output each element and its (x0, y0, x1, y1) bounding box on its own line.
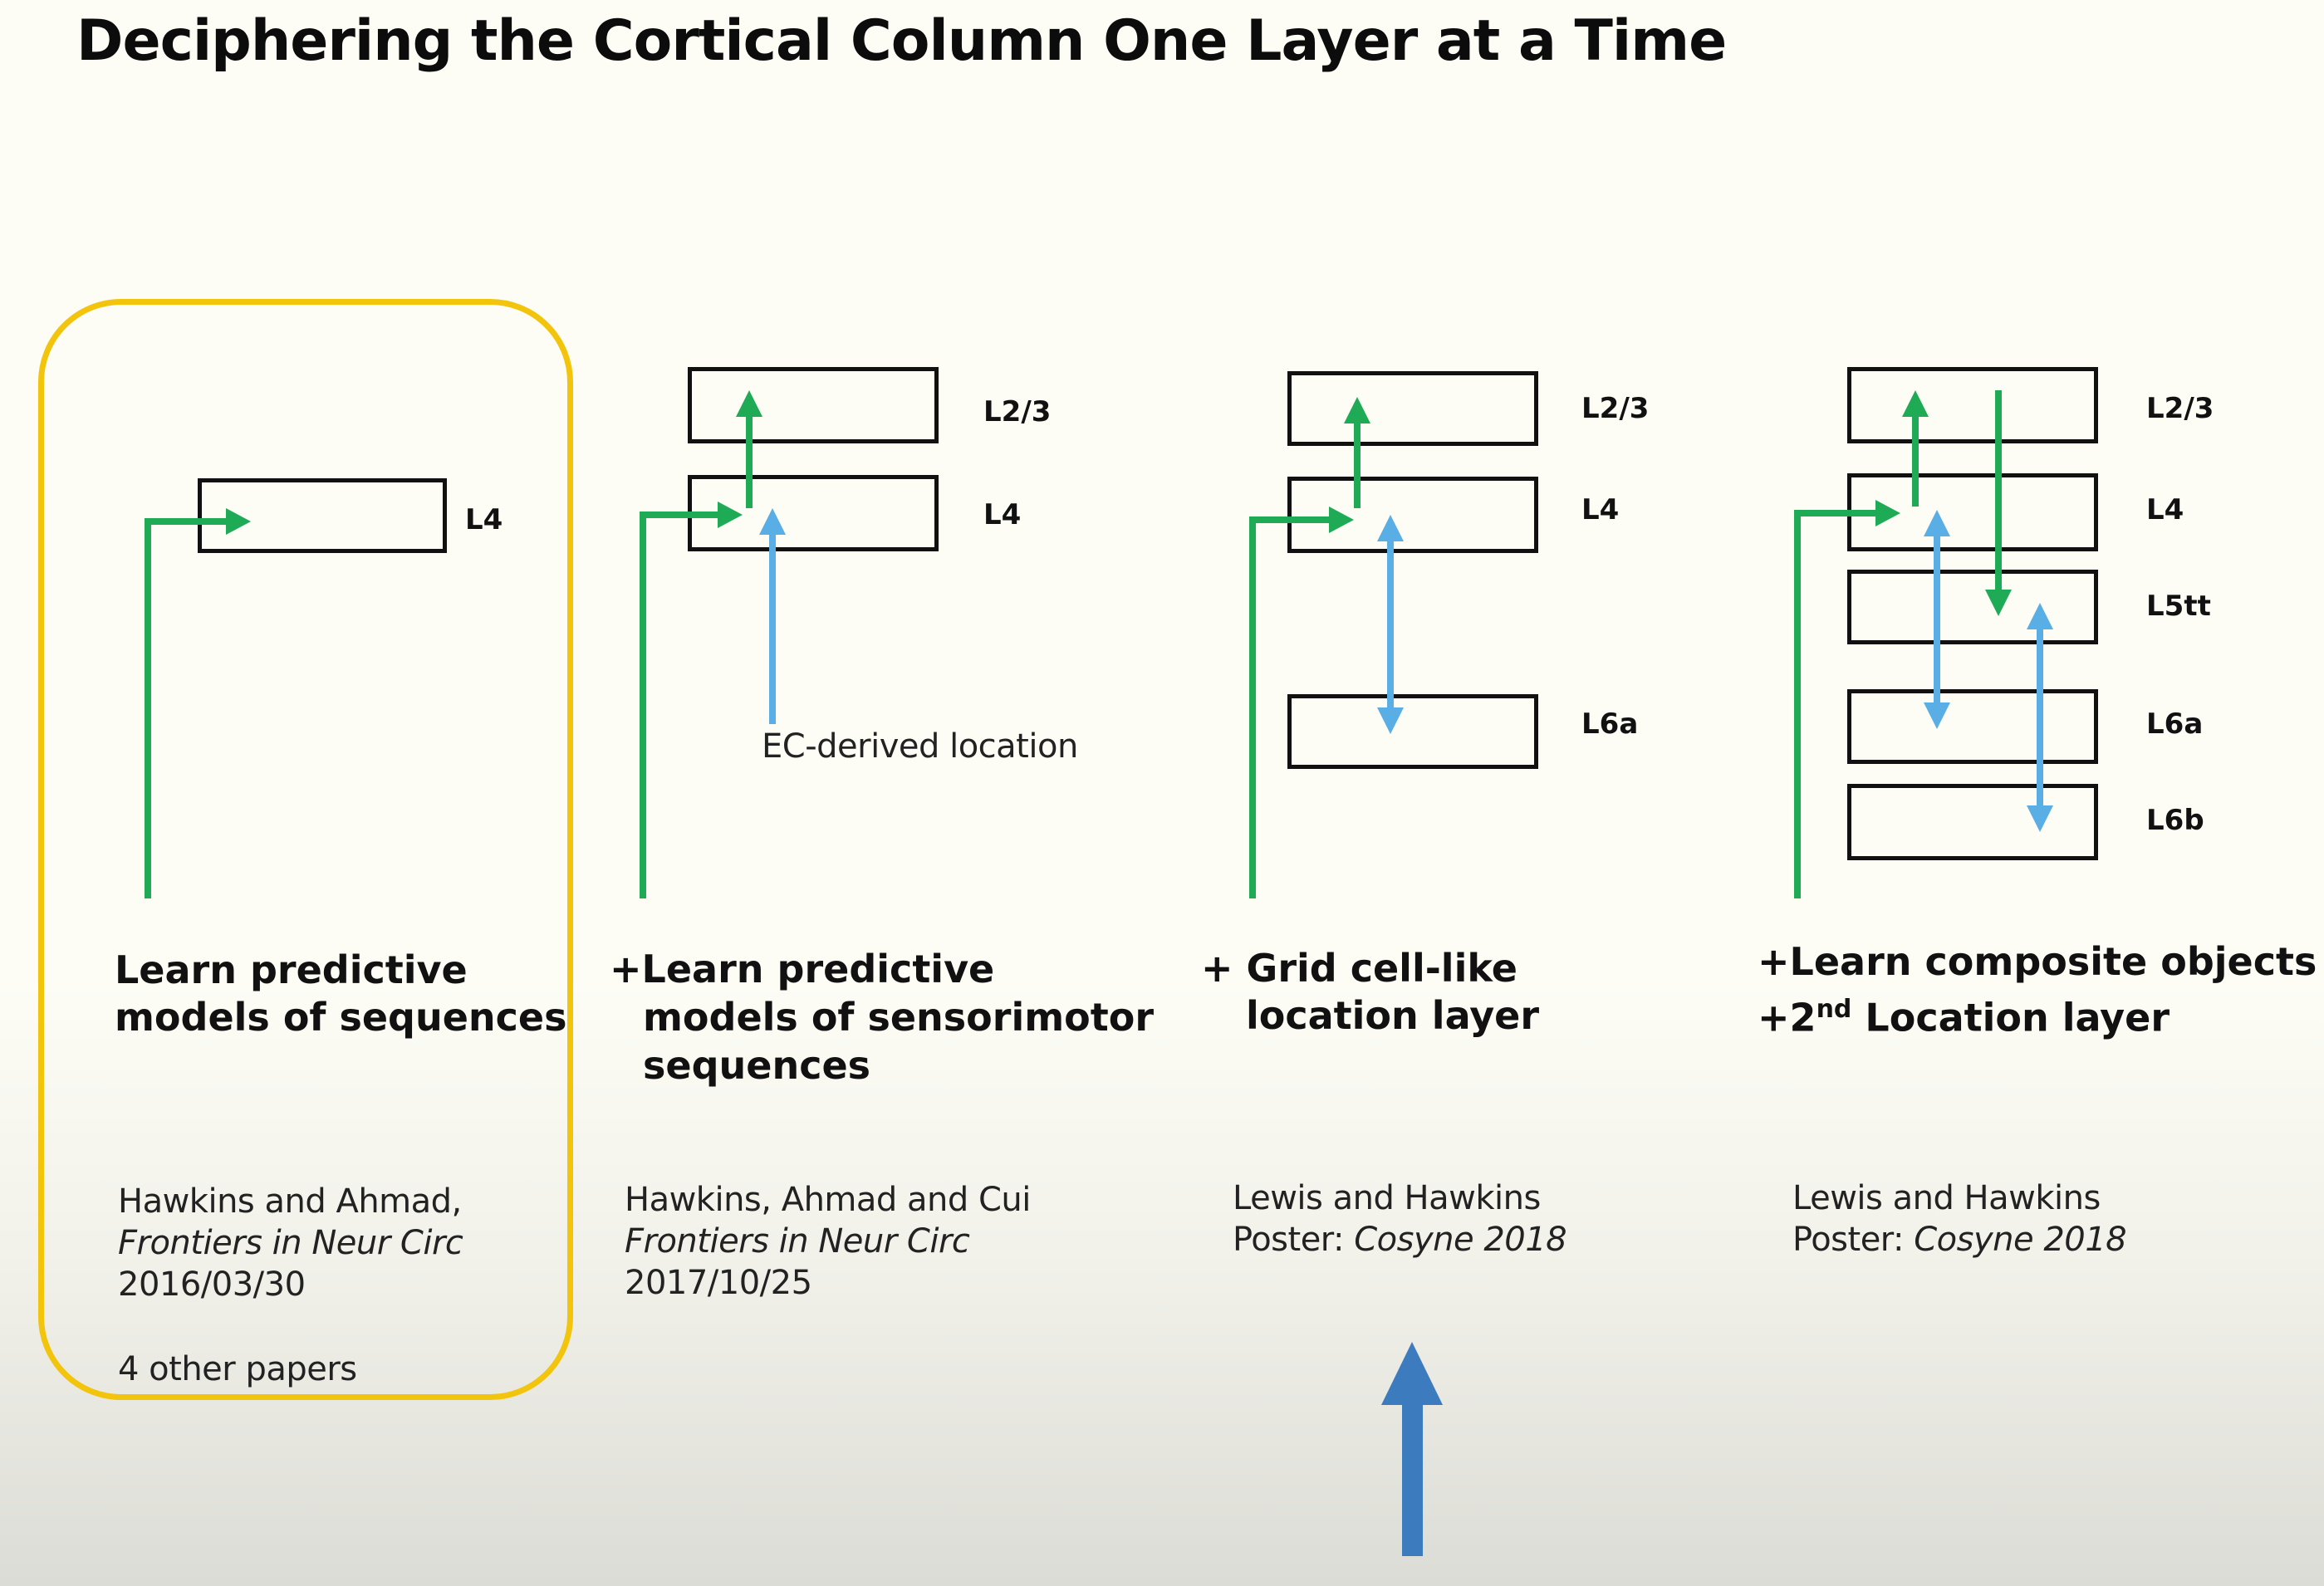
col4-heading-prefix: +2 (1758, 995, 1817, 1040)
col2-heading-line: +Learn predictive (610, 947, 995, 991)
col3-layer-l4-label: L4 (1581, 493, 1620, 526)
col2-reference: Hawkins, Ahmad and Cui Frontiers in Neur… (625, 1179, 1031, 1304)
col4-layer-l6a-box (1847, 689, 2098, 764)
col4-layer-l23-box (1847, 367, 2098, 443)
col4-ref-venue-prefix: Poster: (1792, 1221, 1915, 1259)
col3-l4-l6a-arrow-head-up (1377, 515, 1404, 541)
col1-input-arrow-line (145, 518, 234, 898)
col4-l4-l6a-arrow-head-down (1924, 702, 1950, 729)
col4-reference: Lewis and Hawkins Poster: Cosyne 2018 (1792, 1177, 2127, 1260)
col4-l23-to-l5tt-arrow-head (1985, 590, 2012, 616)
col2-heading: +Learn predictive models of sensorimotor… (610, 945, 1154, 1089)
col2-ref-authors: Hawkins, Ahmad and Cui (625, 1181, 1031, 1219)
col3-heading: + Grid cell-like location layer (1201, 945, 1539, 1040)
col1-ref-authors: Hawkins and Ahmad, (118, 1182, 462, 1221)
col3-layer-l23-box (1287, 371, 1538, 446)
col4-heading-suffix: Location layer (1851, 995, 2170, 1040)
ec-derived-location-label: EC-derived location (762, 727, 1078, 766)
col1-heading: Learn predictive models of sequences (115, 947, 567, 1041)
col2-layer-l23-box (688, 367, 939, 443)
col4-heading-line-2: +2nd Location layer (1758, 986, 2317, 1041)
highlight-frame (38, 299, 573, 1400)
big-pointer-arrow-shaft (1402, 1402, 1423, 1556)
col3-ref-venue-line: Poster: Cosyne 2018 (1233, 1219, 1567, 1260)
col4-heading-line: +Learn composite objects (1758, 939, 2317, 984)
col4-ref-venue-line: Poster: Cosyne 2018 (1792, 1219, 2127, 1260)
col4-layer-l6b-label: L6b (2146, 804, 2204, 837)
col3-input-arrow-head (1329, 507, 1354, 533)
col1-layer-l4-box (198, 478, 447, 553)
col4-heading-superscript: nd (1816, 995, 1852, 1024)
col3-ref-authors: Lewis and Hawkins (1233, 1179, 1541, 1217)
col4-l5tt-l6b-arrow-head-up (2027, 603, 2053, 629)
col4-layer-l5tt-label: L5tt (2146, 590, 2211, 623)
col4-l5tt-l6b-arrow-head-down (2027, 805, 2053, 832)
col3-input-arrow-line (1249, 516, 1336, 898)
col4-l4-l6a-arrow-head-up (1924, 510, 1950, 536)
col3-layer-l6a-label: L6a (1581, 707, 1639, 741)
col1-ref-extra: 4 other papers (118, 1350, 357, 1388)
col1-heading-line: models of sequences (115, 995, 567, 1040)
col4-l4-to-l23-arrow-head (1902, 390, 1929, 417)
col1-ref-date: 2016/03/30 (118, 1265, 306, 1304)
col2-l4-to-l23-arrow-head (736, 390, 762, 417)
col3-l4-to-l23-arrow-head (1344, 397, 1370, 423)
col2-input-arrow-line (640, 512, 724, 898)
col4-layer-l4-label: L4 (2146, 493, 2184, 526)
big-pointer-arrow-head (1381, 1342, 1443, 1405)
col3-heading-line: + Grid cell-like (1201, 946, 1517, 991)
col1-reference: Hawkins and Ahmad, Frontiers in Neur Cir… (118, 1181, 463, 1390)
col2-ref-venue: Frontiers in Neur Circ (625, 1222, 970, 1260)
col1-layer-l4-label: L4 (465, 503, 503, 536)
col4-ref-venue: Cosyne 2018 (1914, 1221, 2127, 1259)
slide-title: Deciphering the Cortical Column One Laye… (76, 8, 1727, 74)
col3-ref-venue: Cosyne 2018 (1354, 1221, 1567, 1259)
col1-ref-venue: Frontiers in Neur Circ (118, 1224, 463, 1262)
col2-heading-line: sequences (643, 1043, 871, 1088)
col4-layer-l5tt-box (1847, 570, 2098, 644)
col3-layer-l4-box (1287, 477, 1538, 553)
col4-ref-authors: Lewis and Hawkins (1792, 1179, 2101, 1217)
col2-location-arrow-head (759, 508, 786, 535)
col4-heading: +Learn composite objects +2nd Location l… (1758, 938, 2317, 1041)
col4-layer-l6b-box (1847, 784, 2098, 860)
col4-layer-l23-label: L2/3 (2146, 392, 2214, 425)
col3-reference: Lewis and Hawkins Poster: Cosyne 2018 (1233, 1177, 1567, 1260)
col4-input-arrow-head (1875, 500, 1900, 526)
col2-ref-date: 2017/10/25 (625, 1264, 812, 1302)
col2-input-arrow-head (718, 502, 743, 528)
col2-layer-l23-label: L2/3 (983, 395, 1052, 428)
col3-l4-l6a-arrow-head-down (1377, 707, 1404, 734)
col4-layer-l6a-label: L6a (2146, 707, 2204, 741)
col4-input-arrow-line (1794, 510, 1882, 898)
col2-layer-l4-label: L4 (983, 498, 1022, 531)
col3-layer-l6a-box (1287, 694, 1538, 769)
col1-heading-line: Learn predictive (115, 947, 468, 992)
col3-layer-l23-label: L2/3 (1581, 392, 1650, 425)
col1-input-arrow-head (226, 508, 251, 535)
col2-heading-line: models of sensorimotor (643, 995, 1155, 1040)
col3-ref-venue-prefix: Poster: (1233, 1221, 1355, 1259)
col3-heading-line: location layer (1246, 993, 1540, 1038)
